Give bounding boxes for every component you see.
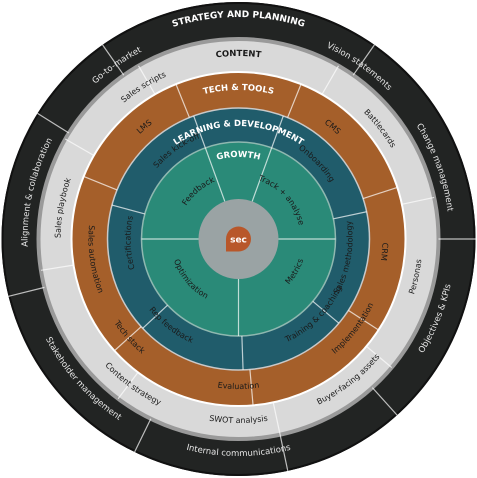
content-divider — [64, 138, 95, 157]
content-divider — [137, 65, 156, 95]
tech-title: TECH & TOOLS — [202, 83, 275, 97]
content-divider — [117, 372, 139, 400]
tech-divider — [83, 175, 118, 191]
learning-divider — [142, 304, 168, 329]
logo-shape — [226, 226, 251, 252]
content-title: CONTENT — [215, 49, 262, 60]
ring-separator — [106, 107, 371, 371]
learning-divider — [333, 211, 367, 220]
tech-divider — [249, 369, 254, 406]
strategy-divider — [134, 418, 152, 453]
learning-divider — [193, 115, 206, 149]
learning-divider — [312, 300, 340, 324]
learning-divider — [111, 204, 145, 215]
tech-divider — [287, 83, 302, 118]
strategy-divider — [8, 286, 45, 297]
strategy-divider — [102, 44, 125, 76]
tech-divider — [175, 83, 190, 118]
growth-title: GROWTH — [216, 150, 262, 163]
tech-divider — [348, 309, 379, 331]
tech-divider — [362, 186, 398, 200]
content-divider — [40, 264, 74, 271]
strategy-divider — [352, 44, 375, 76]
growth-divider — [204, 147, 226, 202]
learning-divider — [241, 335, 244, 370]
content-divider — [272, 402, 281, 435]
ring-separator — [70, 71, 407, 407]
strategy-divider — [371, 387, 398, 416]
content-divider — [401, 196, 435, 205]
strategy-divider — [279, 434, 289, 471]
content-divider — [366, 345, 393, 369]
content-divider — [321, 65, 340, 95]
dividers-layer — [8, 44, 476, 471]
growth-divider — [251, 147, 273, 202]
learning-divider — [271, 115, 284, 149]
tech-item: CRM — [379, 242, 390, 261]
tech-item: Evaluation — [217, 381, 260, 391]
logo-text: sec — [230, 236, 247, 246]
tech-divider — [113, 326, 142, 352]
hub-layer: sec — [198, 199, 279, 279]
strategy-divider — [37, 112, 70, 134]
content-item: SWOT analysis — [209, 414, 269, 425]
logo-icon: sec — [226, 226, 251, 252]
